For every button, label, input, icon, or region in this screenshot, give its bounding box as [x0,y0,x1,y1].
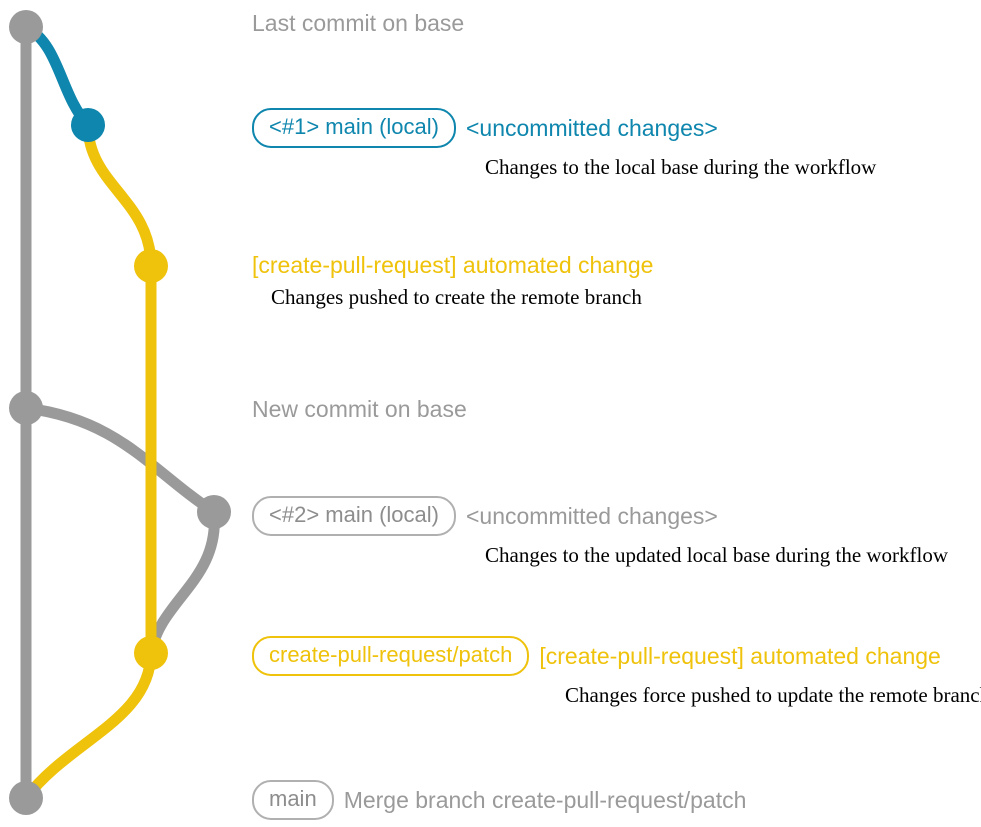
edge-local-to-remote-patch [82,119,157,272]
commit-title: Last commit on base [252,10,465,36]
node-local-updated-commit [197,495,231,529]
commit-title: Merge branch create-pull-request/patch [343,787,747,813]
commit-row-automated-change-1: [create-pull-request] automated change C… [252,252,981,309]
branch-badge-local-2[interactable]: <#2> main (local) [252,496,456,536]
commit-title: [create-pull-request] automated change [539,643,941,669]
commit-description: Changes pushed to create the remote bran… [271,285,642,309]
commit-row-automated-change-2: create-pull-request/patch [create-pull-r… [252,636,981,707]
branch-badge-main[interactable]: main [252,780,334,820]
node-remote-force-commit [134,636,168,670]
commit-row-local-1: <#1> main (local) <uncommitted changes> … [252,108,981,179]
commit-row-merge: main Merge branch create-pull-request/pa… [252,780,981,820]
node-base-new-commit [9,391,43,425]
commit-description: Changes force pushed to update the remot… [565,683,981,707]
branch-badge-create-pull-request-patch[interactable]: create-pull-request/patch [252,636,530,676]
commit-row-last-commit-on-base: Last commit on base [252,10,981,36]
commit-title: [create-pull-request] automated change [252,252,654,278]
commit-nodes [9,10,231,815]
commit-description: Changes to the updated local base during… [485,543,949,567]
node-base-merge-commit [9,781,43,815]
node-remote-patch-commit [134,249,168,283]
node-local-working-commit [71,108,105,142]
commit-description: Changes to the local base during the wor… [485,155,877,179]
commit-title: <uncommitted changes> [465,503,718,529]
edge-base-to-updated-local [20,402,220,518]
commit-row-new-commit-on-base: New commit on base [252,396,981,422]
node-base-head-commit [9,10,43,44]
commit-title: New commit on base [252,396,467,422]
branch-badge-local-1[interactable]: <#1> main (local) [252,108,456,148]
commit-row-local-2: <#2> main (local) <uncommitted changes> … [252,496,981,567]
edge-remote-to-merge [20,647,157,804]
commit-title: <uncommitted changes> [465,115,718,141]
